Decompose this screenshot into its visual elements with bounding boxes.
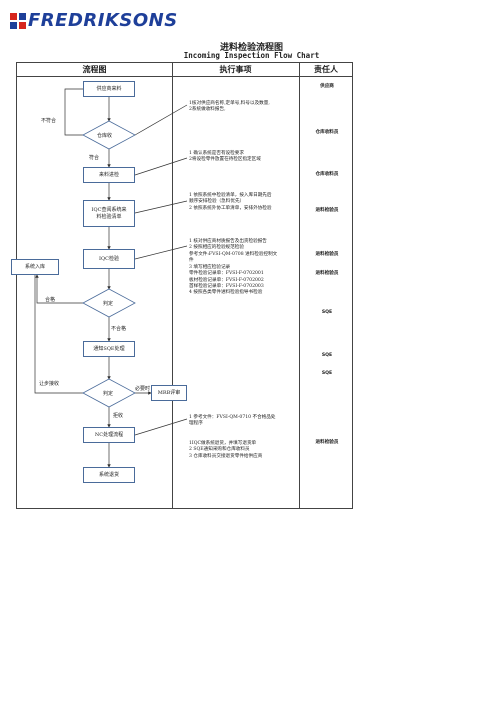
- brand-name: FREDRIKSONS: [28, 10, 178, 31]
- flow-connectors: [34, 87, 188, 468]
- iqc-list-line2: 料检验清单: [96, 213, 122, 220]
- flow-step-mrb: MRB评审: [151, 385, 187, 401]
- owner-9: SQE: [321, 371, 333, 376]
- flow-step-notify-sqe: 通知SQE处理: [83, 341, 135, 357]
- owner-5: 进料检验员: [315, 252, 339, 257]
- owner-10: 进料检验员: [315, 440, 339, 445]
- action-note-4: 1 核对供应商材质报告及出货检验报告 2 按照相应的检验规范检验 参考文件:FV…: [189, 239, 278, 296]
- label-conform: 符合: [89, 155, 100, 161]
- label-nonconform: 不符合: [41, 118, 57, 124]
- owner-1: 供应商: [320, 84, 334, 89]
- page-subtitle: Incoming Inspection Flow Chart: [183, 51, 320, 60]
- owner-2: 仓库收料员: [315, 130, 339, 135]
- label-reject: 拒收: [113, 413, 124, 419]
- label-mrb-needed: 必要时: [135, 386, 151, 392]
- flow-step-judge1: 判定: [103, 301, 114, 307]
- flow-step-nc: NC处理流程: [83, 427, 135, 443]
- owner-7: SQE: [321, 310, 333, 315]
- header-flow: 流程图: [17, 63, 172, 77]
- flow-step-warehouse-check: 仓库收: [97, 133, 113, 139]
- column-divider: [172, 63, 173, 508]
- action-note-3: 1 依照系统中检验清单，按入库日期先后 顺序安排检验（急料优先） 2 依照系统外…: [189, 193, 272, 211]
- page-title: 进料检验流程图: [219, 43, 283, 53]
- flow-step-system-entry: 系统入库: [11, 259, 59, 275]
- flow-step-supplier: 供应商来料: [83, 81, 135, 97]
- label-fail: 不合格: [111, 326, 127, 332]
- owner-4: 进料检验员: [315, 208, 339, 213]
- flow-step-iqc-list: IQC查阅系统来料检验清单: [83, 200, 135, 227]
- flow-step-iqc-inspect: IQC检验: [83, 249, 135, 269]
- action-note-6: 1IQC做系统退货，并填写退货单 2 SQE通知采购和仓库收料员 3 仓库收料员…: [189, 441, 263, 459]
- iqc-list-line1: IQC查阅系统来: [91, 207, 127, 213]
- action-note-2: 1 确认系统是否有设检要求 2将设检零件放置在待检区指定区域: [189, 151, 261, 163]
- action-note-5: 1 参考文件：FVSI-QM-0710 不合格品处 理程序: [189, 415, 276, 427]
- flow-step-judge2: 判定: [103, 391, 114, 397]
- owner-8: SQE: [321, 353, 333, 358]
- flow-table: 流程图 执行事项 责任人: [11, 62, 353, 509]
- column-divider: [299, 63, 300, 508]
- label-pass: 合格: [45, 297, 56, 303]
- brand-mark-icon: [10, 12, 26, 29]
- owner-6: 进料检验员: [315, 271, 339, 276]
- label-concession: 让步接收: [39, 381, 60, 387]
- header-owner: 责任人: [299, 63, 353, 77]
- company-logo: FREDRIKSONS: [10, 10, 178, 31]
- header-action: 执行事项: [172, 63, 299, 77]
- flow-step-return: 系统退货: [83, 467, 135, 483]
- owner-3: 仓库收料员: [315, 172, 339, 177]
- flow-step-incoming: 来料进检: [83, 167, 135, 183]
- action-note-1: 1核对供应商名称,定单号,料号以及数量, 2系统做收料报告,: [189, 101, 270, 113]
